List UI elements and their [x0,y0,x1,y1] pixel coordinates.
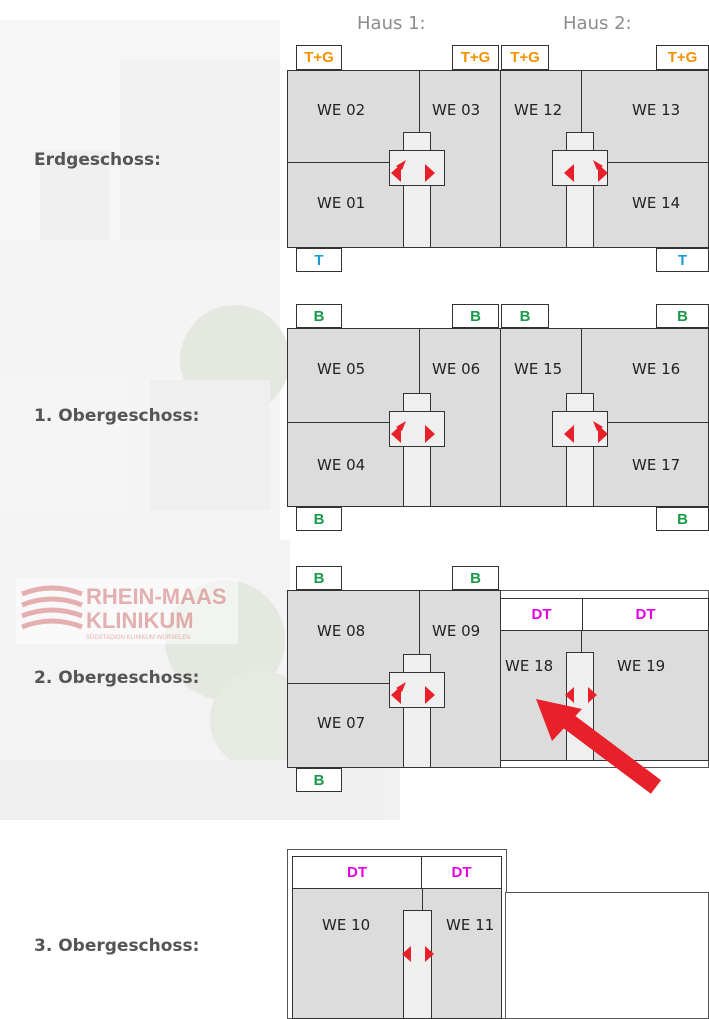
unit-label: WE 14 [632,194,681,212]
floor-label-eg: Erdgeschoss: [34,150,161,170]
unit-label: WE 07 [317,714,366,732]
unit-we-13[interactable] [581,70,709,163]
floor-label-og3: 3. Obergeschoss: [34,936,200,956]
unit-label: WE 12 [514,101,563,119]
unit-label: WE 03 [432,101,481,119]
tag-b: B [452,304,499,328]
entrance-arrows-icon [564,421,608,443]
tag-dt: DT [500,598,583,631]
tag-b: B [656,304,709,328]
unit-label: WE 15 [514,360,563,378]
unit-label: WE 18 [505,657,554,675]
unit-label: WE 02 [317,101,366,119]
highlight-arrow-icon [536,699,662,794]
entrance-arrows-icon [391,682,435,704]
tag-b: B [296,304,342,328]
tag-b: B [296,566,342,590]
clinic-logo: RHEIN-MAAS KLINIKUM SÜDSTADION KLINIKUM … [16,578,238,644]
tag-tg: T+G [452,45,499,70]
unit-we-02[interactable] [287,70,420,163]
unit-label: WE 13 [632,101,681,119]
roof-area [505,892,709,1019]
tag-b: B [296,768,342,792]
entrance-arrows-icon [564,160,608,182]
floor-label-og1: 1. Obergeschoss: [34,406,200,426]
tag-dt: DT [582,598,709,631]
entrance-arrows-icon [391,160,435,182]
unit-label: WE 01 [317,194,366,212]
tag-dt: DT [421,856,502,889]
house-1-label: Haus 1: [357,13,426,34]
tag-b: B [452,566,499,590]
svg-text:KLINIKUM: KLINIKUM [86,608,194,633]
tag-b: B [501,304,549,328]
svg-text:SÜDSTADION KLINIKUM WÜRSELEN: SÜDSTADION KLINIKUM WÜRSELEN [86,634,191,641]
tag-tg: T+G [296,45,342,70]
unit-we-05[interactable] [287,328,420,423]
unit-label: WE 17 [632,456,681,474]
tag-b: B [296,507,342,531]
tag-t: T [296,248,342,272]
tag-dt: DT [292,856,422,889]
tag-tg: T+G [501,45,549,70]
unit-we-10[interactable] [292,888,423,1019]
unit-label: WE 04 [317,456,366,474]
entrance-arrows-icon [402,946,434,962]
unit-label: WE 05 [317,360,366,378]
unit-label: WE 09 [432,622,481,640]
unit-we-07[interactable] [287,683,420,768]
entrance-arrows-icon [565,687,597,703]
unit-label: WE 19 [617,657,666,675]
unit-label: WE 11 [446,916,495,934]
floor-label-og2: 2. Obergeschoss: [34,668,200,688]
unit-label: WE 10 [322,916,371,934]
unit-label: WE 06 [432,360,481,378]
tag-tg: T+G [656,45,709,70]
staircase [403,910,432,1019]
entrance-arrows-icon [391,421,435,443]
unit-label: WE 08 [317,622,366,640]
unit-label: WE 16 [632,360,681,378]
tag-t: T [656,248,709,272]
tag-b: B [656,507,709,531]
svg-text:RHEIN-MAAS: RHEIN-MAAS [86,584,227,609]
house-2-label: Haus 2: [563,13,632,34]
